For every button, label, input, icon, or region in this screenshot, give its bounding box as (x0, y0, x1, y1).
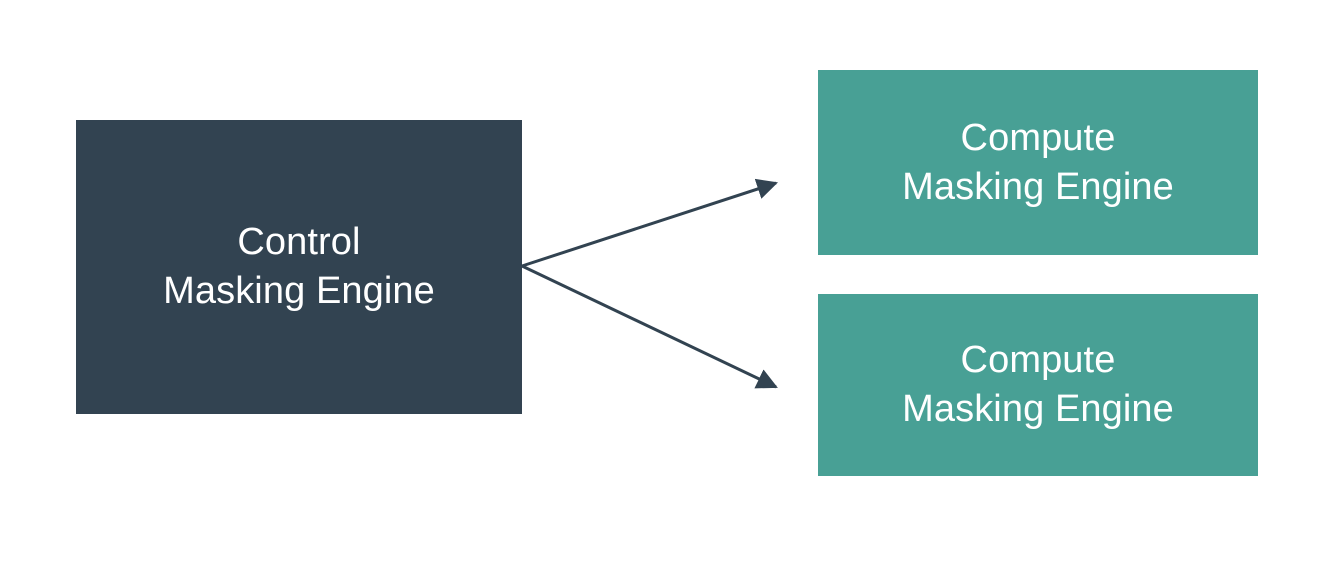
node-compute-masking-engine-2-label: Compute Masking Engine (902, 339, 1174, 430)
connector-control-to-compute-2 (521, 264, 778, 389)
connector-control-to-compute-1 (521, 178, 778, 268)
node-compute-masking-engine-2[interactable]: Compute Masking Engine (818, 294, 1258, 476)
node-control-masking-engine[interactable]: Control Masking Engine (76, 120, 522, 414)
node-compute-masking-engine-1[interactable]: Compute Masking Engine (818, 70, 1258, 255)
node-compute-masking-engine-1-label: Compute Masking Engine (902, 116, 1174, 208)
node-control-masking-engine-label: Control Masking Engine (163, 221, 435, 312)
